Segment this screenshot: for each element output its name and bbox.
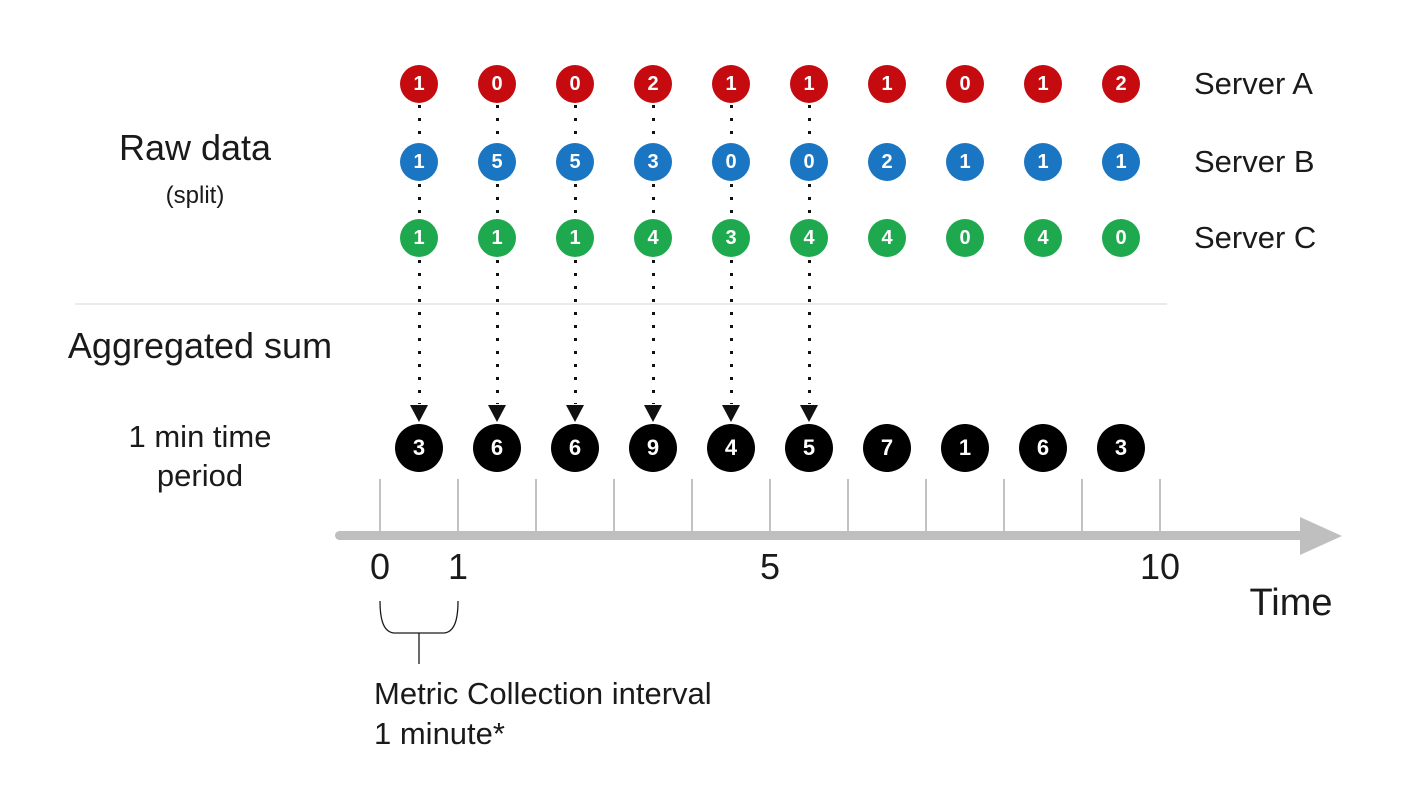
axis-tick: [1159, 479, 1161, 535]
server-a-value-circle: 1: [790, 65, 828, 103]
arrowhead-icon: [800, 405, 818, 422]
server-a-value-circle: 1: [712, 65, 750, 103]
dotted-connector: [729, 260, 733, 404]
axis-tick: [613, 479, 615, 535]
server-b-value-circle: 5: [478, 143, 516, 181]
server-c-value-circle: 4: [790, 219, 828, 257]
server-b-value-circle: 3: [634, 143, 672, 181]
raw-data-label: Raw data: [118, 127, 272, 168]
time-axis-line: [335, 531, 1302, 540]
server-b-value-circle: 1: [1102, 143, 1140, 181]
arrowhead-icon: [722, 405, 740, 422]
interval-line2: 1 minute*: [374, 716, 505, 751]
axis-tick-label: 5: [759, 546, 781, 587]
aggregated-sum-circle: 3: [395, 424, 443, 472]
aggregated-sum-circle: 6: [1019, 424, 1067, 472]
time-axis-label: Time: [1249, 582, 1333, 624]
server-b-value-circle: 2: [868, 143, 906, 181]
server-b-value-circle: 1: [1024, 143, 1062, 181]
dotted-connector: [651, 105, 655, 140]
server-b-label: Server B: [1194, 144, 1315, 179]
axis-tick: [457, 479, 459, 535]
dotted-connector: [651, 260, 655, 404]
server-b-value-circle: 1: [400, 143, 438, 181]
interval-brace-icon: [379, 600, 459, 664]
dotted-connector: [729, 184, 733, 216]
interval-line1: Metric Collection interval: [374, 676, 712, 711]
split-label: (split): [165, 182, 225, 209]
axis-tick: [769, 479, 771, 535]
server-a-value-circle: 1: [400, 65, 438, 103]
server-c-value-circle: 1: [556, 219, 594, 257]
section-divider: [75, 303, 1167, 305]
server-a-label: Server A: [1194, 66, 1313, 101]
time-period-line1: 1 min time: [128, 419, 272, 454]
dotted-connector: [807, 105, 811, 140]
time-axis-arrowhead-icon: [1300, 517, 1342, 555]
server-a-value-circle: 0: [946, 65, 984, 103]
aggregated-sum-circle: 3: [1097, 424, 1145, 472]
dotted-connector: [495, 105, 499, 140]
aggregated-sum-circle: 6: [473, 424, 521, 472]
aggregated-sum-circle: 7: [863, 424, 911, 472]
server-a-value-circle: 1: [1024, 65, 1062, 103]
dotted-connector: [417, 184, 421, 216]
axis-tick: [847, 479, 849, 535]
axis-tick: [691, 479, 693, 535]
axis-tick: [925, 479, 927, 535]
server-a-value-circle: 0: [478, 65, 516, 103]
arrowhead-icon: [644, 405, 662, 422]
aggregated-sum-circle: 5: [785, 424, 833, 472]
dotted-connector: [573, 105, 577, 140]
server-c-value-circle: 3: [712, 219, 750, 257]
server-c-value-circle: 4: [868, 219, 906, 257]
arrowhead-icon: [566, 405, 584, 422]
time-period-label: 1 min time period: [0, 417, 400, 495]
server-c-label: Server C: [1194, 220, 1317, 255]
dotted-connector: [417, 105, 421, 140]
dotted-connector: [495, 260, 499, 404]
dotted-connector: [729, 105, 733, 140]
server-c-value-circle: 0: [946, 219, 984, 257]
dotted-connector: [807, 184, 811, 216]
time-period-line2: period: [156, 458, 244, 493]
aggregated-sum-circle: 6: [551, 424, 599, 472]
dotted-connector: [573, 184, 577, 216]
server-a-value-circle: 2: [634, 65, 672, 103]
server-c-value-circle: 0: [1102, 219, 1140, 257]
aggregated-sum-circle: 9: [629, 424, 677, 472]
axis-tick: [379, 479, 381, 535]
dotted-connector: [573, 260, 577, 404]
axis-tick-label: 1: [447, 546, 469, 587]
aggregated-sum-circle: 4: [707, 424, 755, 472]
axis-tick: [535, 479, 537, 535]
server-b-value-circle: 1: [946, 143, 984, 181]
metric-collection-interval-label: Metric Collection interval 1 minute*: [374, 674, 712, 754]
server-a-value-circle: 2: [1102, 65, 1140, 103]
arrowhead-icon: [410, 405, 428, 422]
axis-tick-label: 0: [369, 546, 391, 587]
dotted-connector: [807, 260, 811, 404]
server-b-value-circle: 0: [712, 143, 750, 181]
axis-tick: [1081, 479, 1083, 535]
server-c-value-circle: 4: [1024, 219, 1062, 257]
server-b-value-circle: 5: [556, 143, 594, 181]
aggregated-sum-label: Aggregated sum: [67, 325, 333, 366]
arrowhead-icon: [488, 405, 506, 422]
server-a-value-circle: 1: [868, 65, 906, 103]
server-c-value-circle: 4: [634, 219, 672, 257]
dotted-connector: [495, 184, 499, 216]
dotted-connector: [651, 184, 655, 216]
axis-tick: [1003, 479, 1005, 535]
server-c-value-circle: 1: [400, 219, 438, 257]
axis-tick-label: 10: [1139, 546, 1181, 587]
server-c-value-circle: 1: [478, 219, 516, 257]
server-a-value-circle: 0: [556, 65, 594, 103]
dotted-connector: [417, 260, 421, 404]
server-b-value-circle: 0: [790, 143, 828, 181]
aggregated-sum-circle: 1: [941, 424, 989, 472]
